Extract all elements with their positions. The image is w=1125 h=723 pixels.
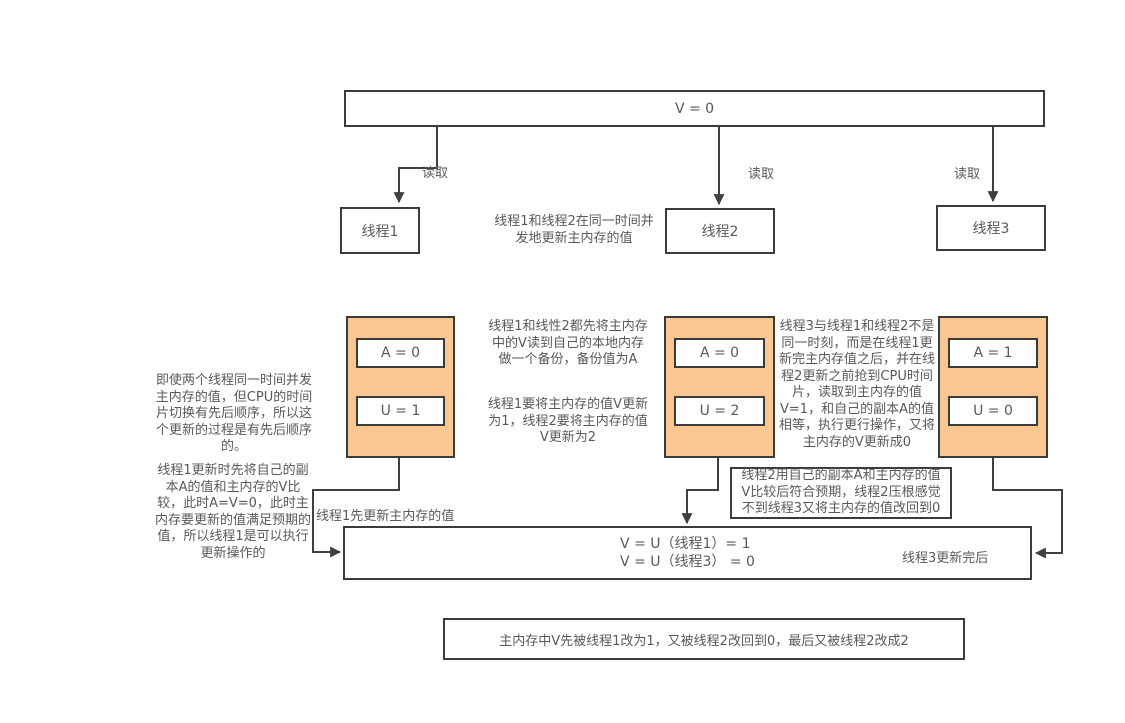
summary-box: 主内存中V先被线程1改为1，又被线程2改回到0，最后又被线程2改成2 bbox=[443, 618, 965, 660]
thread3-label: 线程3 bbox=[972, 221, 1010, 237]
thread3-box: 线程3 bbox=[936, 205, 1046, 251]
read-label-3: 读取 bbox=[954, 167, 981, 182]
thread2-box: 线程2 bbox=[665, 208, 775, 254]
update-arrow-thread1 bbox=[312, 458, 400, 558]
thread1-box: 线程1 bbox=[340, 207, 420, 254]
note-thread2-check: 线程2用自己的副本A和主内存的值 V比较后符合预期，线程2压根感觉 不到线程3又… bbox=[741, 468, 941, 517]
copy-u-text: U = 1 bbox=[380, 403, 421, 419]
note-thread3-timing: 线程3与线程1和线程2不是 同一时刻，而是在线程1更 新完主内存值之后，并在线 … bbox=[778, 319, 935, 450]
local-copy-box-thread2: A = 0 U = 2 bbox=[664, 316, 775, 458]
note-update-intent: 线程1要将主内存的值V更新 为1，线程2要将主内存的值 V更新为2 bbox=[487, 397, 649, 445]
main-memory-value: V = 0 bbox=[674, 100, 715, 117]
local-copy-box-thread3: A = 1 U = 0 bbox=[938, 316, 1048, 458]
main-memory-box: V = 0 bbox=[344, 90, 1045, 127]
copy-u-text: U = 2 bbox=[699, 403, 740, 419]
note-cpu-order: 即使两个线程同一时间并发 主内存的值，但CPU的时间 片切换有先后顺序，所以这 … bbox=[155, 373, 313, 454]
result-box: V = U（线程1）= 1 V = U（线程3） = 0 线程3更新完后 bbox=[343, 526, 1032, 580]
result-equations: V = U（线程1）= 1 V = U（线程3） = 0 bbox=[620, 536, 755, 570]
note-backup: 线程1和线性2都先将主内存 中的V读到自己的本地内存 做一个备份，备份值为A bbox=[488, 319, 648, 367]
summary-text: 主内存中V先被线程1改为1，又被线程2改回到0，最后又被线程2改成2 bbox=[499, 633, 909, 649]
copy-a-text: A = 1 bbox=[973, 345, 1013, 361]
copy-u-value-thread3: U = 0 bbox=[948, 396, 1038, 426]
read-label-2: 读取 bbox=[748, 167, 775, 182]
copy-u-value-thread2: U = 2 bbox=[674, 396, 765, 426]
thread1-label: 线程1 bbox=[361, 223, 399, 240]
read-label-1: 读取 bbox=[422, 166, 449, 181]
read-arrow-thread1 bbox=[393, 127, 438, 204]
copy-a-value-thread2: A = 0 bbox=[674, 338, 765, 368]
thread2-label: 线程2 bbox=[701, 224, 739, 240]
update-arrow-thread3 bbox=[992, 458, 1063, 559]
copy-a-text: A = 0 bbox=[380, 345, 421, 361]
local-copy-box-thread1: A = 0 U = 1 bbox=[346, 316, 455, 458]
copy-a-value-thread1: A = 0 bbox=[356, 338, 445, 368]
note-threads12-concurrent: 线程1和线程2在同一时间并 发地更新主内存的值 bbox=[494, 214, 654, 246]
note-thread2-check-box: 线程2用自己的副本A和主内存的值 V比较后符合预期，线程2压根感觉 不到线程3又… bbox=[730, 467, 952, 519]
update-arrow-thread2 bbox=[681, 458, 719, 525]
note-thread1-cas: 线程1更新时先将自己的副 本A的值和主内存的V比 较，此时A=V=0，此时主 内… bbox=[154, 463, 311, 561]
copy-u-text: U = 0 bbox=[973, 403, 1013, 419]
copy-u-value-thread1: U = 1 bbox=[356, 396, 445, 426]
label-thread3-done: 线程3更新完后 bbox=[902, 551, 989, 566]
copy-a-text: A = 0 bbox=[699, 345, 740, 361]
copy-a-value-thread3: A = 1 bbox=[948, 338, 1038, 368]
label-thread1-first-update: 线程1先更新主内存的值 bbox=[316, 509, 455, 524]
